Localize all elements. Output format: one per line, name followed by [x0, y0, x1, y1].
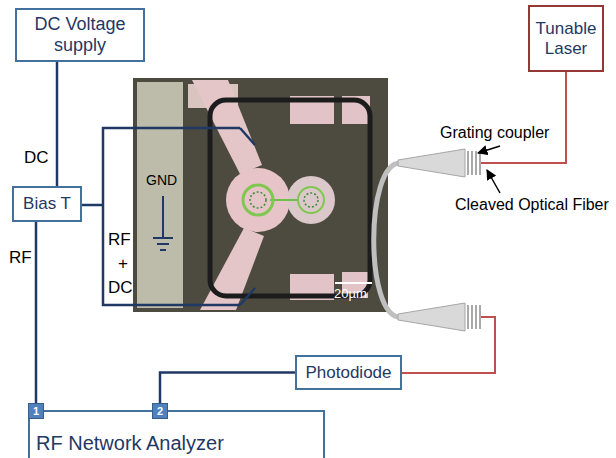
- fiber-line: [402, 317, 495, 373]
- signal-label: RF: [108, 230, 131, 250]
- probe-wire: [82, 204, 103, 207]
- chip-micrograph: [133, 78, 388, 312]
- leader-arrow: [478, 146, 500, 153]
- instrument-box: Tunable Laser: [528, 5, 604, 72]
- port-marker: 2: [152, 403, 168, 419]
- probe-wire: [82, 128, 255, 305]
- scale-bar-label: 20µm: [334, 287, 367, 302]
- optical-fiber: [398, 303, 465, 331]
- signal-label: RF: [9, 248, 32, 268]
- chip-micrograph: [335, 282, 372, 284]
- ground-symbol: [153, 237, 173, 239]
- optical-fiber: [479, 305, 481, 329]
- optical-fiber: [467, 151, 469, 175]
- chip-micrograph: [304, 193, 318, 207]
- optical-fiber: [467, 305, 469, 329]
- chip-micrograph: [250, 192, 266, 208]
- optical-fiber: [374, 149, 480, 331]
- instrument-box: DC Voltage supply: [15, 8, 145, 62]
- chip-micrograph: [298, 187, 324, 213]
- instrument-box: Bias T: [12, 186, 82, 222]
- signal-cable: [35, 222, 38, 403]
- leader-arrow: [478, 146, 500, 193]
- chip-micrograph: [243, 185, 273, 215]
- box-label: Tunable Laser: [533, 19, 599, 58]
- chip-micrograph: [137, 82, 183, 308]
- probe-wire: [103, 128, 240, 305]
- chip-micrograph: [133, 78, 388, 312]
- signal-cable: [56, 62, 59, 186]
- port-marker: 1: [28, 403, 44, 419]
- signal-label: DC: [24, 148, 49, 168]
- fiber-line: [481, 72, 566, 163]
- box-label: DC Voltage supply: [21, 14, 139, 55]
- port-number: 1: [33, 404, 39, 418]
- callout-label: Cleaved Optical Fiber: [455, 196, 609, 214]
- instrument-box: Photodiode: [295, 355, 402, 390]
- box-label: Photodiode: [305, 363, 391, 383]
- leader-arrow: [487, 170, 500, 193]
- ground-symbol: [160, 249, 166, 251]
- instrument-box: RF Network Analyzer12: [28, 410, 325, 458]
- optical-fiber: [471, 151, 473, 175]
- signal-label: +: [118, 254, 128, 274]
- optical-fiber: [374, 163, 400, 317]
- port-number: 2: [157, 404, 163, 418]
- probe-wire: [240, 288, 255, 305]
- optical-fiber: [398, 149, 465, 177]
- box-label: Bias T: [23, 194, 71, 214]
- callout-label: Grating coupler: [440, 124, 549, 142]
- ground-symbol: [162, 196, 164, 238]
- signal-label: DC: [108, 278, 133, 298]
- optical-fiber: [468, 151, 480, 329]
- signal-cable: [160, 373, 295, 404]
- ground-symbol: [157, 243, 169, 245]
- optical-fiber: [471, 305, 473, 329]
- box-label: RF Network Analyzer: [36, 432, 224, 455]
- optical-fiber: [479, 151, 481, 175]
- chip-micrograph: [210, 100, 370, 296]
- fiber-line: [402, 72, 566, 373]
- pin-label: GND: [146, 172, 177, 188]
- ground-symbol: [153, 196, 173, 250]
- probe-wire: [240, 128, 255, 145]
- optical-fiber: [475, 151, 477, 175]
- optical-fiber: [475, 305, 477, 329]
